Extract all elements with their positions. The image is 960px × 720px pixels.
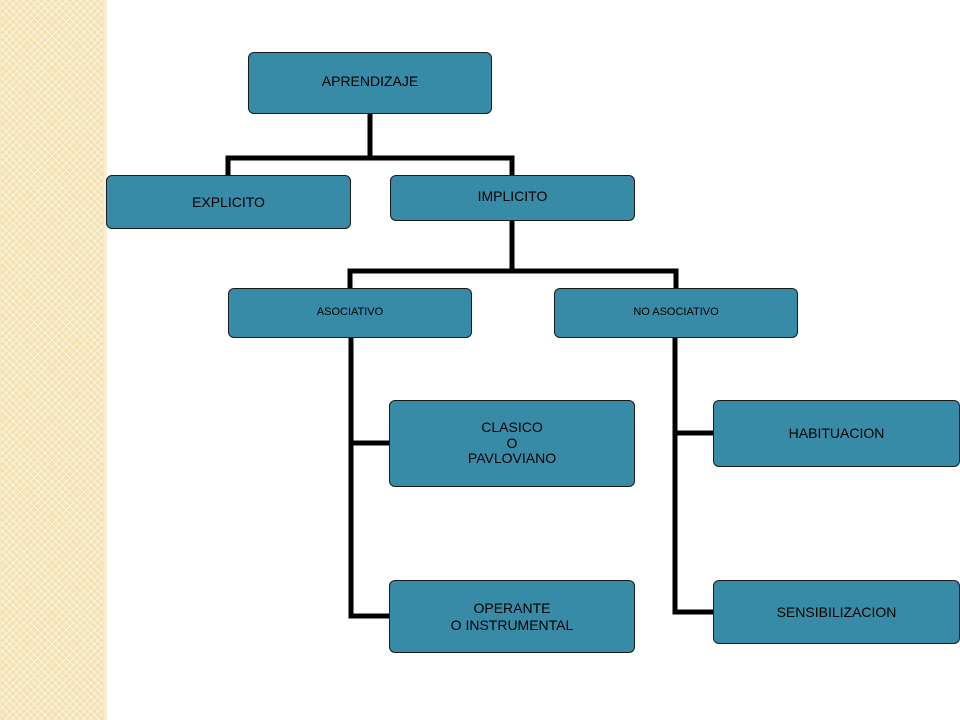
node-clasico-pavloviano: CLASICO O PAVLOVIANO (389, 400, 635, 487)
node-explicito: EXPLICITO (106, 175, 351, 229)
node-habituacion: HABITUACION (713, 400, 960, 467)
side-band-edge (104, 0, 107, 720)
decorative-side-band (0, 0, 104, 720)
node-implicito: IMPLICITO (390, 175, 635, 221)
node-sensibilizacion: SENSIBILIZACION (713, 580, 960, 644)
node-aprendizaje: APRENDIZAJE (248, 52, 492, 114)
node-no-asociativo: NO ASOCIATIVO (554, 288, 798, 338)
node-asociativo: ASOCIATIVO (228, 288, 472, 338)
node-operante-instrumental: OPERANTE O INSTRUMENTAL (389, 580, 635, 653)
